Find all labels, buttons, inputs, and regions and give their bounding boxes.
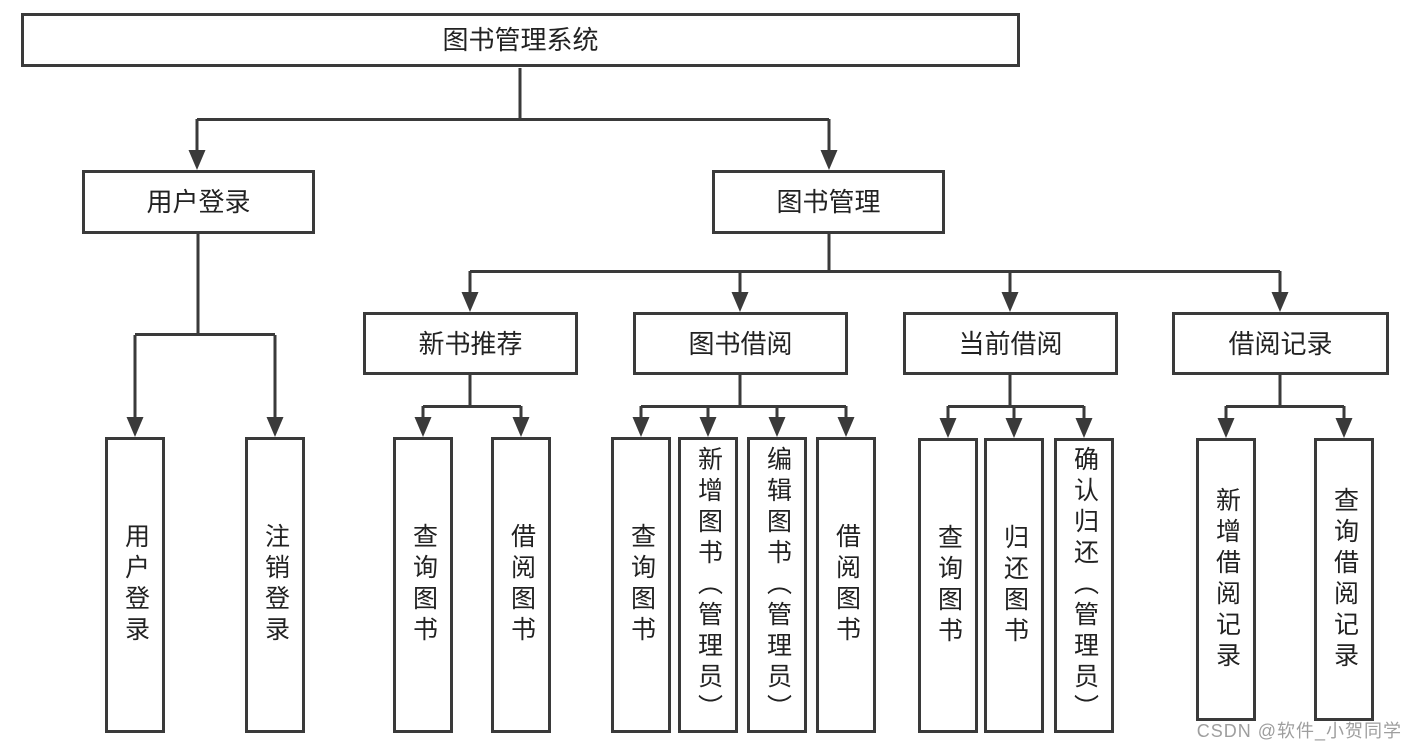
node-confirm-return-admin: 确认归还（管理员） — [1054, 438, 1114, 733]
node-return-books: 归还图书 — [984, 438, 1044, 733]
node-borrowing-records: 借阅记录 — [1172, 312, 1389, 375]
node-add-book-admin: 新增图书（管理员） — [678, 437, 738, 733]
node-book-borrowing: 图书借阅 — [633, 312, 848, 375]
node-query-books-current: 查询图书 — [918, 438, 978, 733]
node-add-borrow-record: 新增借阅记录 — [1196, 438, 1256, 721]
node-book-management: 图书管理 — [712, 170, 945, 234]
node-user-login-leaf: 用户登录 — [105, 437, 165, 733]
node-logout: 注销登录 — [245, 437, 305, 733]
node-query-borrow-record: 查询借阅记录 — [1314, 438, 1374, 721]
node-query-books-borrow: 查询图书 — [611, 437, 671, 733]
node-query-books-recommend: 查询图书 — [393, 437, 453, 733]
node-current-borrowing: 当前借阅 — [903, 312, 1118, 375]
watermark-text: CSDN @软件_小贺同学 — [1196, 721, 1402, 741]
node-library-management-system: 图书管理系统 — [21, 13, 1020, 67]
node-new-book-recommendation: 新书推荐 — [363, 312, 578, 375]
node-borrow-books-leaf: 借阅图书 — [816, 437, 876, 733]
node-borrow-books-recommend: 借阅图书 — [491, 437, 551, 733]
node-edit-book-admin: 编辑图书（管理员） — [747, 437, 807, 733]
node-user-login: 用户登录 — [82, 170, 315, 234]
